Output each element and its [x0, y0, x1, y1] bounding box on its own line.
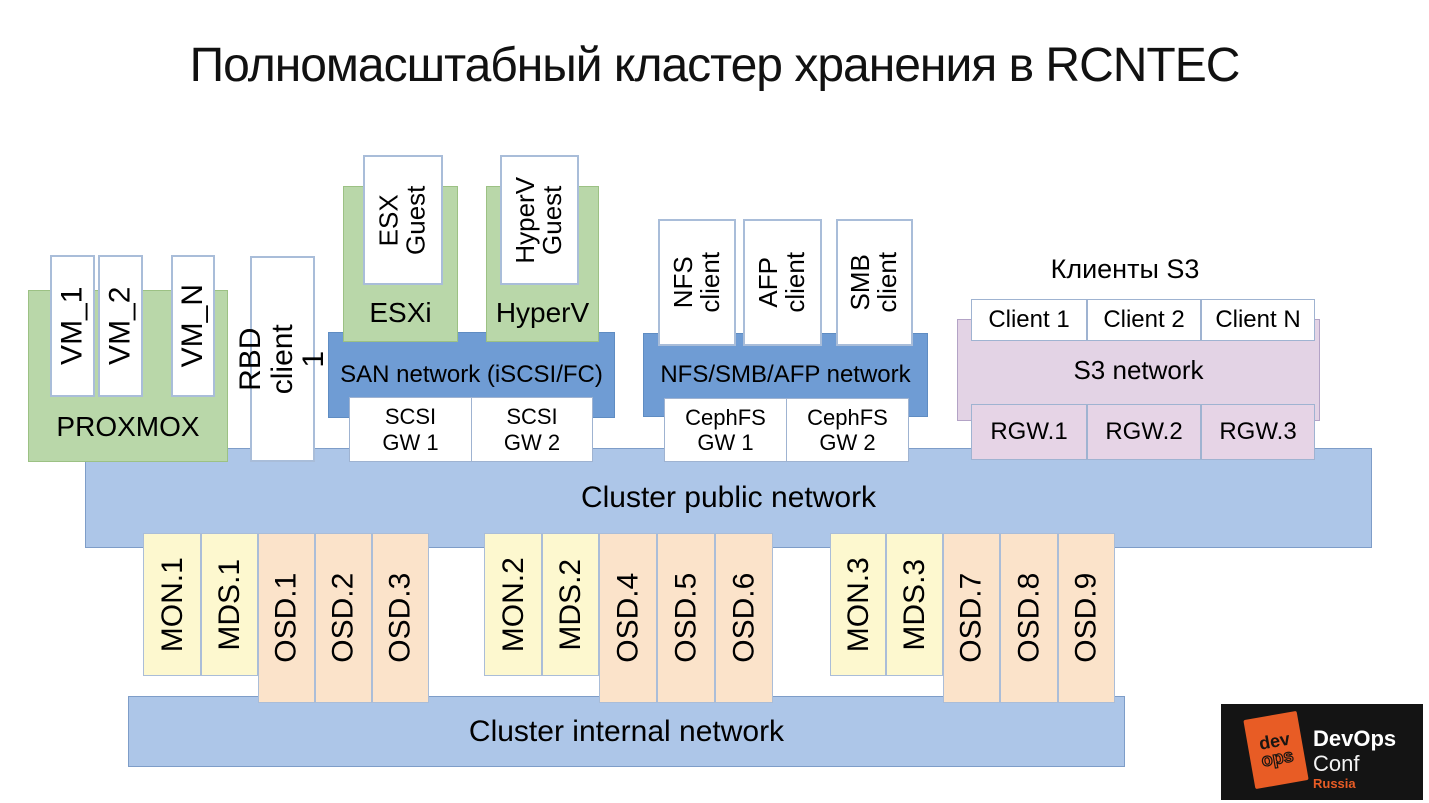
rgw3-label: RGW.3	[1219, 418, 1297, 445]
mon1-label: MON.1	[155, 556, 189, 653]
smb-client-label: SMB client	[845, 252, 903, 313]
afp-client-label: AFP client	[753, 252, 811, 313]
osd1-label: OSD.1	[269, 572, 303, 664]
esx-guest-box: ESX Guest	[363, 155, 443, 285]
scsi-gw2-box: SCSI GW 2	[471, 397, 593, 462]
san-network-label: SAN network (iSCSI/FC)	[340, 361, 603, 388]
osd7-box: OSD.7	[943, 533, 1000, 703]
osd6-box: OSD.6	[715, 533, 773, 703]
cephfs-gw2-box: CephFS GW 2	[786, 398, 909, 462]
scsi-gw1-label: SCSI GW 1	[382, 404, 439, 455]
esx-guest-label: ESX Guest	[373, 185, 431, 255]
cluster-public-network-label: Cluster public network	[580, 481, 877, 514]
osd5-label: OSD.5	[669, 572, 703, 664]
osd2-box: OSD.2	[315, 533, 372, 703]
logo-line-russia: Russia	[1313, 776, 1356, 791]
osd3-label: OSD.3	[383, 572, 417, 664]
mds3-label: MDS.3	[897, 558, 931, 651]
rgw1-box: RGW.1	[971, 404, 1087, 460]
osd8-label: OSD.8	[1012, 572, 1046, 664]
mds3-box: MDS.3	[886, 533, 943, 676]
cluster-public-network-bar: Cluster public network	[85, 448, 1372, 548]
rgw3-box: RGW.3	[1201, 404, 1315, 460]
osd9-box: OSD.9	[1058, 533, 1115, 703]
cephfs-gw1-label: CephFS GW 1	[685, 404, 766, 455]
mon3-label: MON.3	[841, 556, 875, 653]
rgw2-box: RGW.2	[1087, 404, 1201, 460]
nfs-client-box: NFS client	[658, 219, 736, 346]
mon1-box: MON.1	[143, 533, 201, 676]
osd4-box: OSD.4	[599, 533, 657, 703]
osd6-label: OSD.6	[727, 572, 761, 664]
cephfs-gw2-label: CephFS GW 2	[807, 404, 888, 455]
s3-clientn-label: Client N	[1215, 306, 1301, 333]
s3-clients-title: Клиенты S3	[1050, 254, 1200, 284]
devops-badge-icon: dev ops	[1243, 710, 1309, 790]
osd7-label: OSD.7	[954, 572, 988, 664]
osd5-box: OSD.5	[657, 533, 715, 703]
mds2-label: MDS.2	[553, 558, 587, 651]
afp-client-box: AFP client	[743, 219, 822, 346]
s3-client2-label: Client 2	[1103, 306, 1185, 333]
nfs-client-label: NFS client	[667, 252, 725, 313]
mds2-box: MDS.2	[542, 533, 599, 676]
s3-clientn-box: Client N	[1201, 299, 1315, 341]
devops-badge-ops: ops	[1259, 745, 1295, 771]
rbd-client-box: RBD client 1	[234, 256, 330, 462]
vm2-label: VM_2	[103, 286, 137, 366]
nas-network-label: NFS/SMB/AFP network	[660, 361, 911, 388]
osd8-box: OSD.8	[1000, 533, 1058, 703]
vm2-box: VM_2	[98, 255, 143, 397]
s3-network-label: S3 network	[1073, 354, 1204, 385]
cluster-internal-network-label: Cluster internal network	[468, 714, 785, 748]
osd3-box: OSD.3	[372, 533, 429, 703]
mds1-label: MDS.1	[212, 558, 246, 651]
cluster-internal-network-bar: Cluster internal network	[128, 696, 1125, 767]
rgw2-label: RGW.2	[1105, 418, 1183, 445]
smb-client-box: SMB client	[836, 219, 913, 346]
rbd-client-label: RBD client 1	[234, 323, 331, 395]
scsi-gw2-label: SCSI GW 2	[503, 404, 561, 455]
vmn-label: VM_N	[176, 284, 210, 368]
proxmox-label: PROXMOX	[56, 411, 200, 442]
hyperv-guest-label: HyperV Guest	[510, 176, 568, 264]
osd9-label: OSD.9	[1069, 572, 1103, 664]
mds1-box: MDS.1	[201, 533, 258, 676]
logo-line-conf: Conf	[1313, 751, 1360, 776]
hyperv-label: HyperV	[495, 297, 590, 328]
cephfs-gw1-box: CephFS GW 1	[664, 398, 787, 462]
scsi-gw1-box: SCSI GW 1	[349, 397, 472, 462]
vm1-label: VM_1	[55, 286, 89, 366]
mon2-box: MON.2	[484, 533, 542, 676]
s3-client1-box: Client 1	[971, 299, 1087, 341]
hyperv-guest-box: HyperV Guest	[500, 155, 579, 285]
vmn-box: VM_N	[171, 255, 215, 397]
osd1-box: OSD.1	[258, 533, 315, 703]
logo-line-devops: DevOps	[1313, 726, 1397, 751]
esxi-label: ESXi	[369, 297, 432, 328]
devopsconf-logo: dev ops DevOps Conf Russia	[1221, 704, 1423, 800]
rgw1-label: RGW.1	[990, 418, 1068, 445]
mon3-box: MON.3	[830, 533, 886, 676]
osd4-label: OSD.4	[611, 572, 645, 664]
slide-title: Полномасштабный кластер хранения в RCNTE…	[189, 39, 1241, 92]
s3-client2-box: Client 2	[1087, 299, 1201, 341]
mon2-label: MON.2	[496, 556, 530, 653]
s3-client1-label: Client 1	[988, 306, 1070, 333]
osd2-label: OSD.2	[326, 572, 360, 664]
vm1-box: VM_1	[50, 255, 95, 397]
